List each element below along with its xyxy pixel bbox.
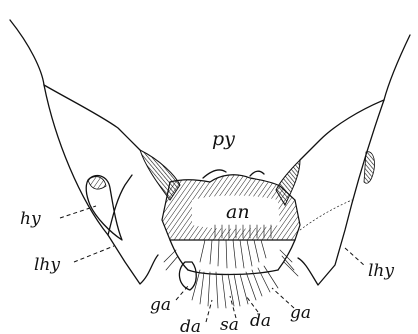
leader-da-left [206, 300, 212, 322]
leader-lhy-right [345, 248, 365, 266]
label-an: an [226, 201, 250, 223]
leader-hy [60, 206, 96, 218]
leader-lhy-left [74, 246, 114, 262]
label-ga-right: ga [290, 303, 311, 323]
label-lhy-left: lhy [34, 255, 60, 275]
label-ga-left: ga [150, 295, 171, 315]
label-da-right: da [250, 311, 271, 331]
label-da-left: da [180, 317, 201, 334]
label-hy: hy [20, 209, 41, 229]
label-sa: sa [220, 315, 239, 334]
leader-ga-left [176, 286, 188, 300]
pygidium-outline [10, 20, 410, 100]
label-lhy-right: lhy [368, 261, 394, 281]
label-py: py [212, 128, 235, 150]
right-lobe [276, 100, 384, 285]
left-lobe [44, 85, 180, 284]
